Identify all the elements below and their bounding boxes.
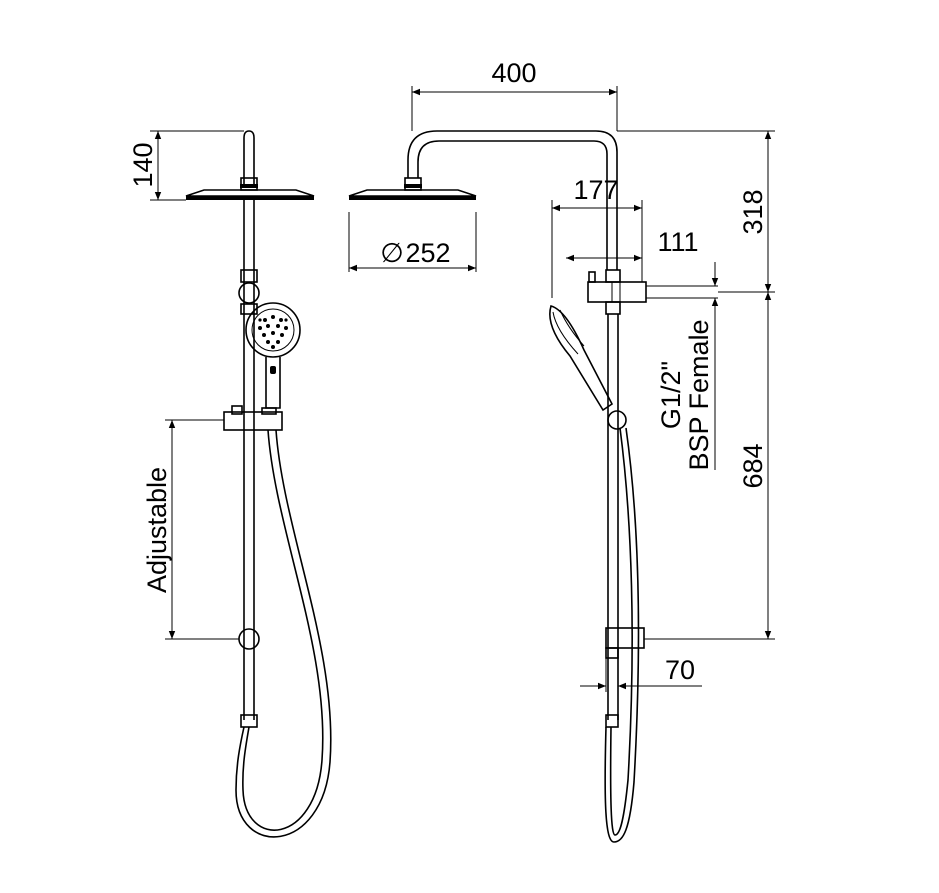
side-rain-head [348, 189, 477, 197]
side-arm-outer [407, 130, 618, 270]
inlet-label-g12: G1/2" [656, 361, 686, 429]
side-lower-bracket [605, 627, 645, 649]
dim-label-177: 177 [573, 175, 618, 205]
front-hose-outer [242, 429, 324, 831]
dim-label-140: 140 [128, 142, 158, 187]
dim-label-111: 111 [657, 227, 698, 257]
side-hose-outer [609, 427, 633, 836]
front-diverter-knob [238, 282, 260, 304]
dim-label-70: 70 [665, 655, 695, 685]
front-rain-head [185, 189, 315, 197]
dim-label-adjustable: Adjustable [142, 467, 172, 593]
front-arm-stub [243, 130, 255, 186]
front-view: 140 Adjustable [128, 130, 332, 838]
side-slide-bracket [607, 410, 627, 430]
inlet-label-bsp: BSP Female [684, 319, 714, 470]
side-diverter-body [587, 281, 647, 303]
side-view: 400 ∅ 252 177 111 G1/2" BSP Female 318 6… [348, 58, 775, 843]
front-hose-inner [235, 429, 332, 838]
front-hand-shower-face [245, 302, 301, 358]
side-arm-inner [417, 140, 608, 270]
diameter-symbol: ∅ [380, 238, 404, 268]
dim-label-684: 684 [738, 443, 768, 488]
front-lower-bracket [238, 628, 260, 650]
dim-label-400: 400 [491, 58, 536, 88]
front-hand-shower-nozzles [258, 315, 288, 349]
dim-label-252: 252 [405, 238, 450, 268]
side-diverter-knob [588, 271, 596, 283]
side-hose-inlet [605, 714, 619, 728]
dim-label-318: 318 [738, 189, 768, 234]
front-slide-bracket [223, 411, 283, 431]
side-hose-inner [604, 427, 640, 843]
side-hand-shower [549, 305, 614, 412]
front-hand-shower-handle [265, 357, 281, 409]
